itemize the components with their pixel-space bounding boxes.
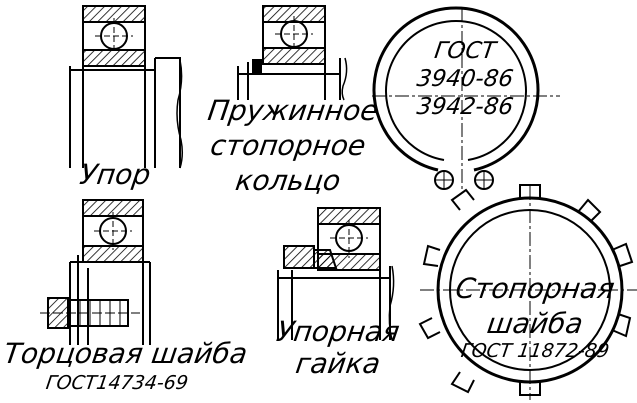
label-thrust-nut-1: Упорная [274, 315, 402, 348]
label-lock-washer-1: Стопорная [453, 272, 617, 305]
label-ring-gost-3: 3942-86 [415, 94, 515, 120]
label-snap-ring-2: стопорное [208, 129, 368, 162]
label-ring-gost-2: 3940-86 [415, 66, 515, 92]
snap-ring-front-view [372, 6, 560, 190]
bearing-end-washer [40, 199, 151, 345]
label-snap-ring-1: Пружинное [205, 94, 381, 127]
label-snap-ring-3: кольцо [233, 164, 343, 197]
lock-washer-front-view [418, 184, 637, 400]
label-end-washer: Торцовая шайба [1, 337, 250, 370]
bearing-thrust-shoulder [69, 5, 184, 169]
label-thrust-nut-2: гайка [293, 347, 383, 380]
label-lock-washer-gost: ГОСТ 11872-89 [459, 340, 611, 362]
label-thrust-shoulder: Упор [77, 158, 153, 191]
label-lock-washer-2: шайба [485, 307, 586, 340]
label-ring-gost-1: ГОСТ [432, 38, 498, 64]
label-end-washer-gost: ГОСТ14734-69 [44, 372, 190, 394]
bearing-snap-ring [237, 5, 348, 101]
bearing-thrust-nut [277, 207, 395, 341]
